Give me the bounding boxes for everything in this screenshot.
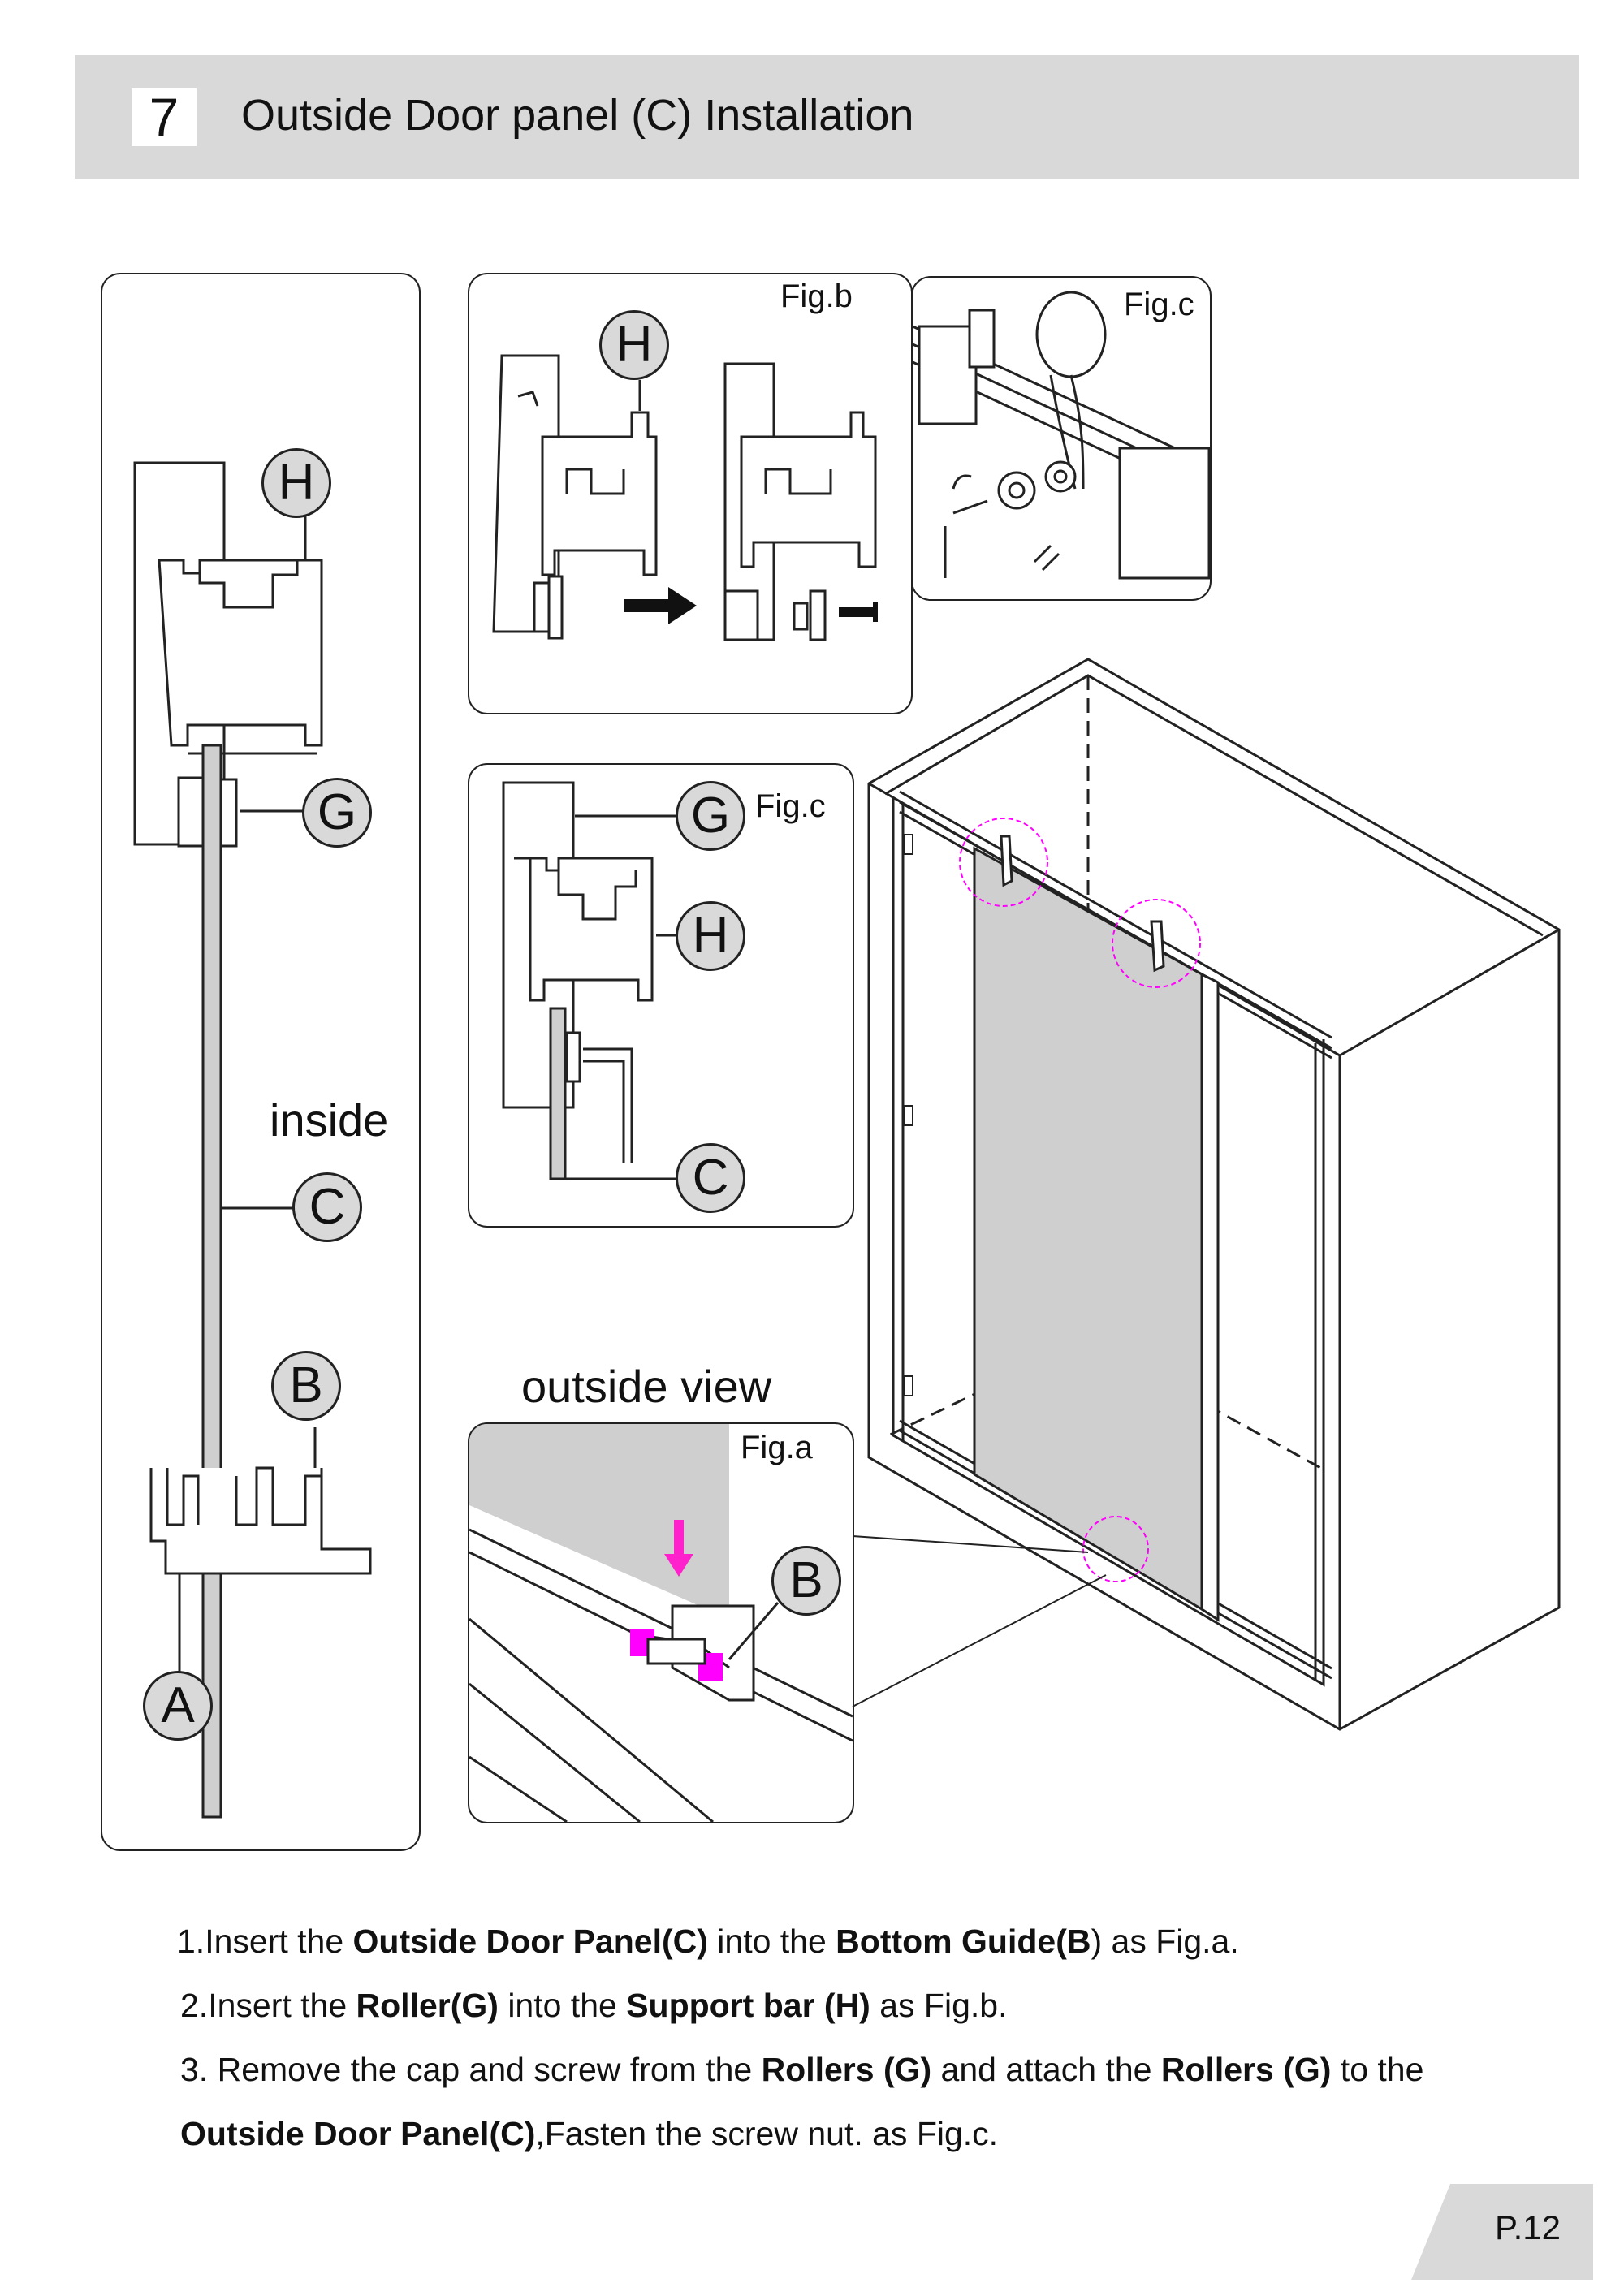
instruction-line: Outside Door Panel(C),Fasten the screw n…: [177, 2102, 1574, 2166]
fig-c-mid-panel: Fig.c G H C: [468, 763, 854, 1228]
shower-enclosure-drawing: [852, 658, 1561, 1731]
instruction-text: into the: [707, 1923, 836, 1960]
callout-h-fig-c: H: [676, 901, 745, 971]
fig-a-label: Fig.a: [741, 1430, 813, 1465]
callout-a: A: [143, 1671, 213, 1741]
cross-section-drawing: [133, 461, 372, 1819]
fig-c-mid-label: Fig.c: [755, 788, 826, 824]
instruction-text: into the: [498, 1987, 627, 2024]
callout-c: C: [292, 1172, 362, 1242]
instruction-line: 2.Insert the Roller(G) into the Support …: [177, 1974, 1574, 2038]
fig-b-label: Fig.b: [780, 278, 853, 314]
instruction-bold: Outside Door Panel(C): [352, 1923, 708, 1960]
fig-c-top-drawing: [913, 291, 1210, 580]
fig-b-drawing: [492, 354, 878, 641]
instruction-text: 1.Insert the: [177, 1923, 353, 1960]
instructions: 1.Insert the Outside Door Panel(C) into …: [177, 1910, 1574, 2166]
step-header: 7 Outside Door panel (C) Installation: [75, 55, 1579, 179]
instruction-text: ,Fasten the screw nut. as Fig.c.: [535, 2115, 999, 2152]
callout-b-fig-a: B: [771, 1546, 841, 1616]
page-tab-shape: [1411, 2184, 1593, 2280]
callout-g: G: [302, 778, 372, 848]
fig-c-top-panel: Fig.c: [911, 276, 1212, 601]
inside-label: inside: [270, 1094, 389, 1146]
fig-b-panel: Fig.b H: [468, 273, 913, 714]
step-title: Outside Door panel (C) Installation: [241, 91, 914, 140]
instruction-bold: Bottom Guide(B: [836, 1923, 1091, 1960]
instruction-bold: Rollers (G): [761, 2051, 932, 2088]
callout-b: B: [271, 1351, 341, 1421]
page-number-box: P.12: [1411, 2184, 1593, 2280]
instruction-text: 2.Insert the: [180, 1987, 356, 2024]
instruction-bold: Outside Door Panel(C): [180, 2115, 536, 2152]
page-number: P.12: [1495, 2208, 1561, 2246]
instruction-text: as Fig.b.: [870, 1987, 1008, 2024]
fig-a-panel: Fig.a B: [468, 1422, 854, 1823]
fig-a-drawing: [469, 1424, 853, 1822]
callout-h: H: [261, 448, 331, 518]
instruction-text: and attach the: [931, 2051, 1161, 2088]
instruction-text: to the: [1331, 2051, 1424, 2088]
cross-section-panel: H G inside C B A: [101, 273, 421, 1851]
callout-c-fig-c: C: [676, 1143, 745, 1213]
fig-c-top-label: Fig.c: [1124, 287, 1194, 322]
instruction-bold: Roller(G): [356, 1987, 499, 2024]
instruction-line: 3. Remove the cap and screw from the Rol…: [177, 2038, 1574, 2102]
callout-g-fig-c: G: [676, 781, 745, 851]
outside-view-label: outside view: [521, 1361, 772, 1412]
instruction-bold: Support bar (H): [626, 1987, 870, 2024]
instruction-text: ) as Fig.a.: [1091, 1923, 1239, 1960]
fig-c-mid-drawing: [502, 781, 680, 1180]
instruction-text: 3. Remove the cap and screw from the: [180, 2051, 762, 2088]
step-number: 7: [132, 88, 197, 146]
callout-h-fig-b: H: [599, 310, 669, 380]
instruction-line: 1.Insert the Outside Door Panel(C) into …: [177, 1910, 1574, 1974]
instruction-bold: Rollers (G): [1160, 2051, 1332, 2088]
